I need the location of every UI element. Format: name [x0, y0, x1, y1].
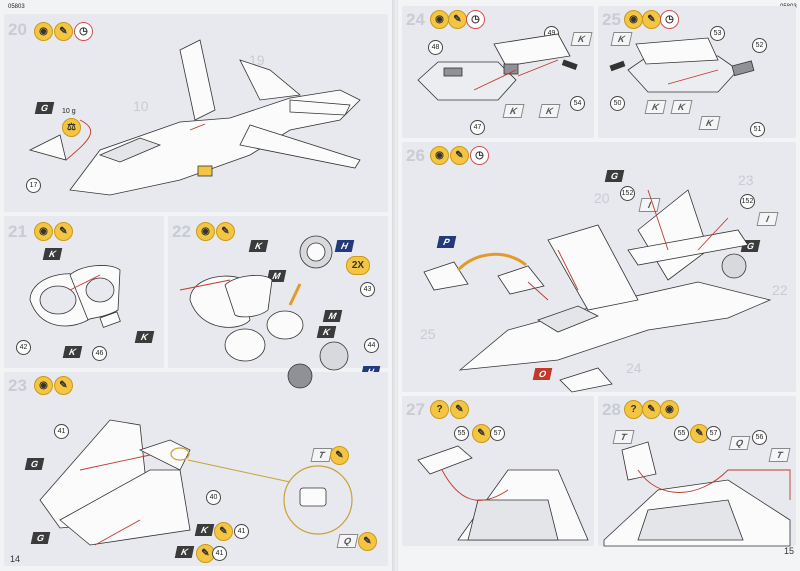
part-label-25: 25 — [420, 326, 436, 342]
part-41: 41 — [234, 524, 249, 539]
tail-fin-drawing — [179, 39, 216, 121]
header-code-left: 05803 — [8, 4, 25, 10]
part-42: 42 — [16, 340, 31, 355]
page-number-left: 14 — [10, 554, 21, 564]
paint-icon: ✎ — [358, 532, 377, 551]
paint-icon: ✎ — [216, 222, 235, 241]
part-55: 55 — [674, 426, 689, 441]
part-50: 50 — [610, 96, 625, 111]
part-56: 56 — [752, 430, 767, 445]
glue-icon: ◉ — [660, 400, 679, 419]
wing-drawing — [239, 124, 361, 169]
flap-drawing — [493, 33, 571, 67]
paint-icon: ✎ — [214, 522, 233, 541]
part-46: 46 — [92, 346, 107, 361]
clock-icon: ◷ — [466, 10, 485, 29]
canopy-drawing — [98, 137, 162, 163]
part-51: 51 — [750, 122, 765, 137]
pylon-drawing — [423, 261, 469, 291]
glue-icon: ◉ — [34, 376, 53, 395]
nose-cone-drawing — [28, 134, 67, 161]
left-page: 05803 20 ◉ ✎ ◷ G 10 g ⚖ 17 10 19 21 ◉ ✎ … — [0, 0, 394, 571]
paint-icon: ✎ — [54, 222, 73, 241]
paint-icon: ✎ — [54, 22, 73, 41]
glue-icon: ◉ — [430, 146, 449, 165]
glue-icon: ◉ — [34, 22, 53, 41]
part-55: 55 — [454, 426, 469, 441]
part-40: 40 — [206, 490, 221, 505]
wing-panel-drawing — [417, 61, 517, 101]
assembly-arrow — [65, 119, 92, 161]
part-152: 152 — [740, 194, 755, 209]
part-17: 17 — [26, 178, 41, 193]
part-label-24: 24 — [626, 360, 642, 376]
weight-label: 10 g — [62, 108, 76, 115]
part-57: 57 — [490, 426, 505, 441]
orange-arrow — [456, 252, 527, 272]
step-27-number: 27 — [406, 400, 425, 419]
step-25-number: 25 — [602, 10, 621, 29]
multiplier-badge: 2X — [346, 256, 370, 275]
step-28-number: 28 — [602, 400, 621, 419]
weight-icon: ⚖ — [62, 118, 81, 137]
step-23-number: 23 — [8, 376, 27, 395]
part-48: 48 — [428, 40, 443, 55]
assembly-arrow — [441, 469, 509, 501]
part-43: 43 — [360, 282, 375, 297]
clock-icon: ◷ — [470, 146, 489, 165]
paint-icon: ✎ — [54, 376, 73, 395]
detail-callout-circle — [283, 465, 353, 535]
paint-icon: ✎ — [330, 446, 349, 465]
page-gutter — [392, 0, 400, 571]
part-54: 54 — [570, 96, 585, 111]
part-152: 152 — [620, 186, 635, 201]
step-21-number: 21 — [8, 222, 27, 241]
part-label-20: 20 — [594, 190, 610, 206]
orange-arrow — [288, 283, 302, 306]
step-20-number: 20 — [8, 20, 27, 39]
clock-icon: ◷ — [660, 10, 679, 29]
part-41: 41 — [212, 546, 227, 561]
paint-icon: ✎ — [450, 146, 469, 165]
canopy-drawing — [537, 305, 599, 333]
question-icon: ? — [624, 400, 643, 419]
question-icon: ? — [430, 400, 449, 419]
right-page: 05803 24 ◉ ✎ ◷ 48 49 54 47 K K K 25 ◉ ✎ … — [398, 0, 800, 571]
part-52: 52 — [752, 38, 767, 53]
fuselage-drawing — [69, 89, 361, 196]
part-label-10: 10 — [133, 98, 149, 114]
part-44: 44 — [364, 338, 379, 353]
part-41: 41 — [54, 424, 69, 439]
paint-icon: ✎ — [450, 400, 469, 419]
part-label-23: 23 — [738, 172, 754, 188]
glue-icon: ◉ — [34, 222, 53, 241]
step-24-number: 24 — [406, 10, 425, 29]
page-number-right: 15 — [784, 546, 795, 556]
step-22-number: 22 — [172, 222, 191, 241]
part-57: 57 — [706, 426, 721, 441]
right-page-drawings — [417, 33, 791, 547]
paint-icon: ✎ — [448, 10, 467, 29]
left-page-drawings — [28, 39, 361, 546]
part-label-22: 22 — [772, 282, 788, 298]
part-53: 53 — [710, 26, 725, 41]
tail-fin-drawing — [637, 189, 709, 281]
step-26-number: 26 — [406, 146, 425, 165]
clock-icon: ◷ — [74, 22, 93, 41]
glue-icon: ◉ — [624, 10, 643, 29]
part-47: 47 — [470, 120, 485, 135]
wing-drawing — [547, 224, 639, 311]
glue-icon: ◉ — [196, 222, 215, 241]
